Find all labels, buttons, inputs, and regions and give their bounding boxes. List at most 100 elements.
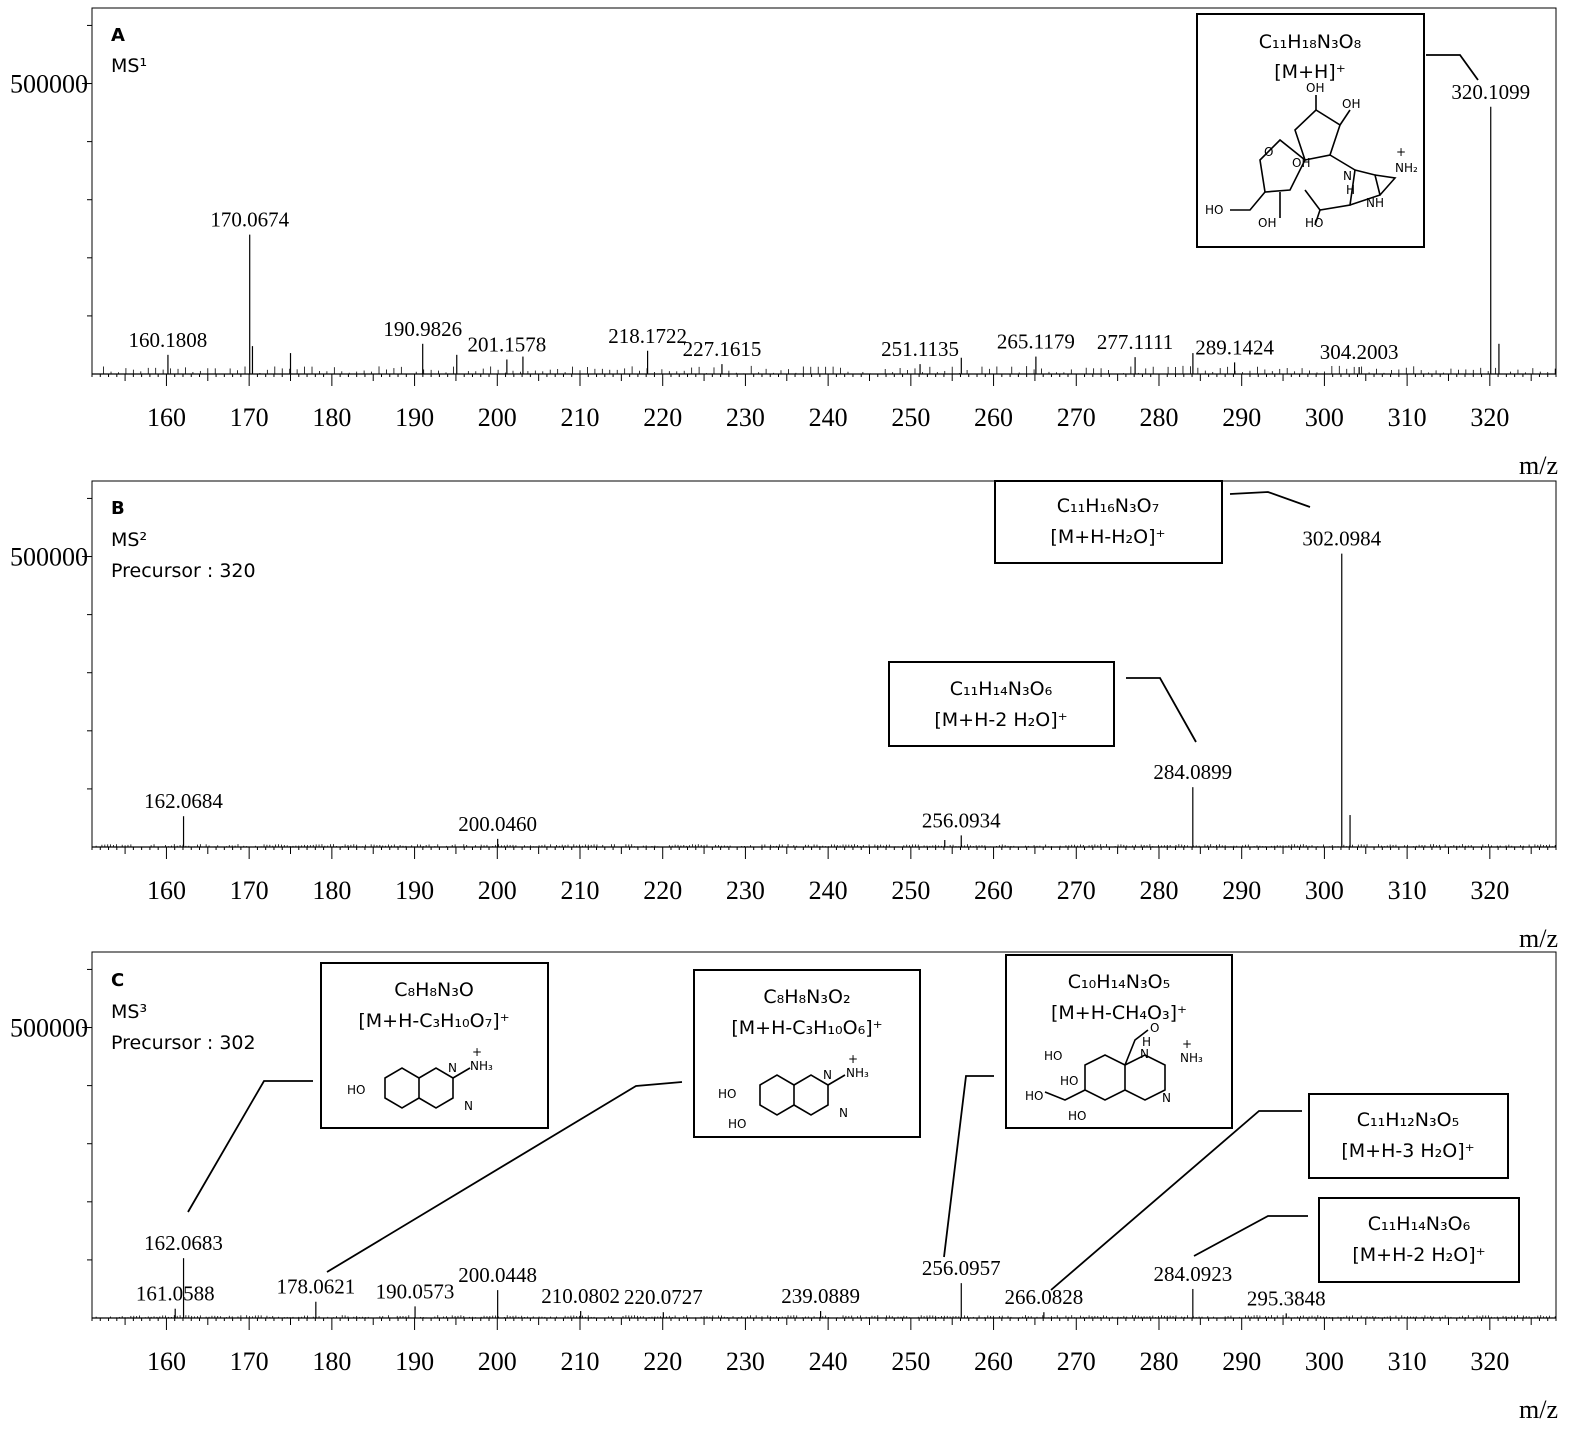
struct-c2-plus: + — [848, 1052, 858, 1066]
panel-c-annotation-3-formula: C₁₀H₁₄N₃O₅ — [1068, 971, 1170, 993]
panel-c-annotation-4-ion: [M+H-3 H₂O]⁺ — [1341, 1140, 1474, 1162]
peak-label: 265.1179 — [997, 330, 1075, 354]
peak-label: 201.1578 — [467, 332, 546, 356]
struct-a-oh-4: OH — [1258, 216, 1276, 230]
peak-label: 304.2003 — [1320, 340, 1399, 364]
struct-a-oh-3: OH — [1292, 156, 1310, 170]
struct-c1-ho: HO — [347, 1083, 365, 1097]
struct-a-nh: NH — [1366, 196, 1384, 210]
x-tick-label: 260 — [974, 403, 1013, 432]
struct-a-o: O — [1264, 145, 1273, 159]
struct-c3-plus: + — [1182, 1037, 1192, 1051]
x-tick-label: 320 — [1470, 403, 1509, 432]
struct-c3-nh3: NH₃ — [1180, 1051, 1203, 1065]
panel-a-title: MS¹ — [111, 55, 147, 77]
x-tick-label: 210 — [561, 1347, 600, 1376]
panel-c-letter: C — [111, 970, 124, 991]
struct-c3-ho-4: HO — [1068, 1109, 1086, 1123]
x-tick-label: 160 — [147, 1347, 186, 1376]
panel-c-leader-4 — [1050, 1110, 1302, 1291]
x-tick-label: 220 — [643, 1347, 682, 1376]
panel-c-leader-3 — [943, 1075, 994, 1258]
panel-b-annotation-2-formula: C₁₁H₁₄N₃O₆ — [950, 678, 1052, 700]
peak-label: 200.0448 — [458, 1263, 537, 1287]
x-tick-label: 270 — [1057, 876, 1096, 905]
struct-a-oh-2: OH — [1342, 97, 1360, 111]
panel-c-annotation-box-5 — [1318, 1197, 1520, 1283]
x-tick-label: 310 — [1388, 403, 1427, 432]
x-tick-label: 240 — [809, 1347, 848, 1376]
x-tick-label: 190 — [395, 876, 434, 905]
panel-c-annotation-3-ion: [M+H-CH₄O₃]⁺ — [1051, 1002, 1187, 1024]
y-tick-label: 500000 — [10, 1014, 88, 1043]
peak-label: 277.1111 — [1097, 330, 1173, 354]
peak-label: 190.0573 — [376, 1279, 455, 1303]
x-tick-label: 180 — [312, 403, 351, 432]
peak-label: 220.0727 — [624, 1285, 703, 1309]
x-tick-label: 160 — [147, 403, 186, 432]
x-tick-label: 200 — [478, 1347, 517, 1376]
x-tick-label: 250 — [891, 1347, 930, 1376]
struct-a-h: H — [1346, 183, 1355, 197]
peak-label: 162.0684 — [144, 789, 223, 813]
x-tick-label: 270 — [1057, 403, 1096, 432]
panel-a-letter: A — [111, 25, 125, 46]
panel-c-annotation-box-4 — [1308, 1093, 1509, 1179]
quinazoline-structure-1: HO N N NH₃ + — [347, 1045, 493, 1113]
x-axis-unit-label: m/z — [1519, 1395, 1558, 1424]
x-tick-label: 230 — [726, 876, 765, 905]
x-tick-label: 190 — [395, 403, 434, 432]
peak-label: 266.0828 — [1004, 1285, 1083, 1309]
struct-c1-n-2: N — [464, 1099, 473, 1113]
struct-a-oh-1: OH — [1306, 81, 1324, 95]
peak-label: 178.0621 — [276, 1275, 355, 1299]
struct-c3-n-2: N — [1162, 1091, 1171, 1105]
x-tick-label: 180 — [312, 1347, 351, 1376]
x-tick-label: 280 — [1139, 403, 1178, 432]
panel-a-annotation-ion: [M+H]⁺ — [1274, 61, 1345, 83]
panel-a-annotation-formula: C₁₁H₁₈N₃O₈ — [1259, 31, 1361, 53]
struct-c2-ho-2: HO — [728, 1117, 746, 1131]
panel-b-leader-1 — [1229, 491, 1311, 508]
x-tick-label: 240 — [809, 403, 848, 432]
panel-b-annotation-1-ion: [M+H-H₂O]⁺ — [1050, 526, 1165, 548]
x-tick-label: 290 — [1222, 403, 1261, 432]
x-tick-label: 180 — [312, 876, 351, 905]
peak-label: 210.0802 — [541, 1284, 620, 1308]
peak-label: 284.0923 — [1153, 1262, 1232, 1286]
x-tick-label: 300 — [1305, 876, 1344, 905]
struct-c3-ho-3: HO — [1025, 1089, 1043, 1103]
y-tick-label: 500000 — [10, 543, 88, 572]
peak-label: 289.1424 — [1195, 335, 1274, 359]
panel-c-annotation-box-1 — [320, 962, 549, 1129]
panel-b-annotation-2-ion: [M+H-2 H₂O]⁺ — [934, 709, 1067, 731]
panel-c-title: MS³ — [111, 1001, 147, 1023]
x-tick-label: 260 — [974, 1347, 1013, 1376]
panel-c-leader-1 — [187, 1080, 313, 1213]
struct-c2-ho-1: HO — [718, 1087, 736, 1101]
x-tick-label: 190 — [395, 1347, 434, 1376]
panel-c-annotation-box-2 — [693, 969, 921, 1138]
tetrodotoxin-structure: OH OH O OH N H NH₂ + NH HO OH HO — [1205, 81, 1418, 230]
struct-c1-nh3: NH₃ — [470, 1059, 493, 1073]
peak-label: 170.0674 — [210, 208, 289, 232]
x-tick-label: 200 — [478, 876, 517, 905]
x-tick-label: 260 — [974, 876, 1013, 905]
panel-b-annotation-box-2 — [888, 661, 1115, 747]
peak-label: 284.0899 — [1153, 760, 1232, 784]
struct-c2-n-2: N — [839, 1106, 848, 1120]
panel-b-annotation-1-formula: C₁₁H₁₆N₃O₇ — [1057, 495, 1159, 517]
peak-label: 160.1808 — [129, 328, 208, 352]
struct-c2-n-1: N — [823, 1068, 832, 1082]
x-tick-label: 220 — [643, 876, 682, 905]
panel-c-annotation-2-formula: C₈H₈N₃O₂ — [763, 986, 850, 1008]
x-axis-unit-label: m/z — [1519, 451, 1558, 480]
peak-label: 190.9826 — [383, 317, 462, 341]
x-tick-label: 230 — [726, 1347, 765, 1376]
x-tick-label: 210 — [561, 403, 600, 432]
panel-c-annotation-1-formula: C₈H₈N₃O — [394, 979, 474, 1001]
peak-label: 295.3848 — [1247, 1286, 1326, 1310]
x-tick-label: 300 — [1305, 1347, 1344, 1376]
